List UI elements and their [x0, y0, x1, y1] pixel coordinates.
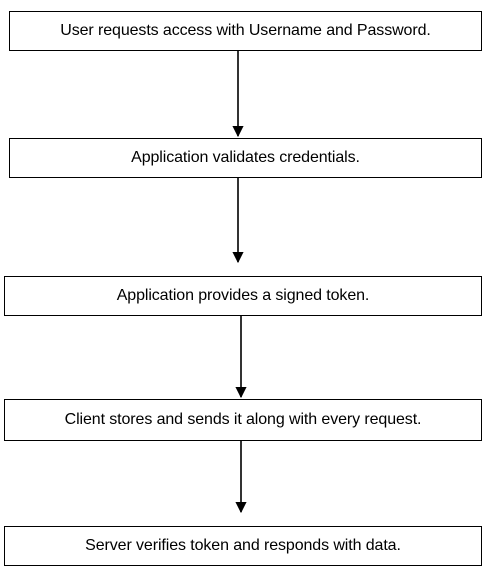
step-text-2: Application validates credentials.	[131, 149, 360, 166]
step-box-2: Application validates credentials.	[9, 138, 482, 178]
step-box-5: Server verifies token and responds with …	[4, 526, 482, 566]
step-box-3: Application provides a signed token.	[4, 276, 482, 316]
step-text-5: Server verifies token and responds with …	[85, 537, 401, 554]
step-box-4: Client stores and sends it along with ev…	[4, 399, 482, 441]
step-text-1: User requests access with Username and P…	[60, 22, 431, 39]
step-text-4: Client stores and sends it along with ev…	[64, 411, 422, 428]
step-box-1: User requests access with Username and P…	[9, 11, 482, 51]
step-text-3: Application provides a signed token.	[116, 287, 370, 304]
